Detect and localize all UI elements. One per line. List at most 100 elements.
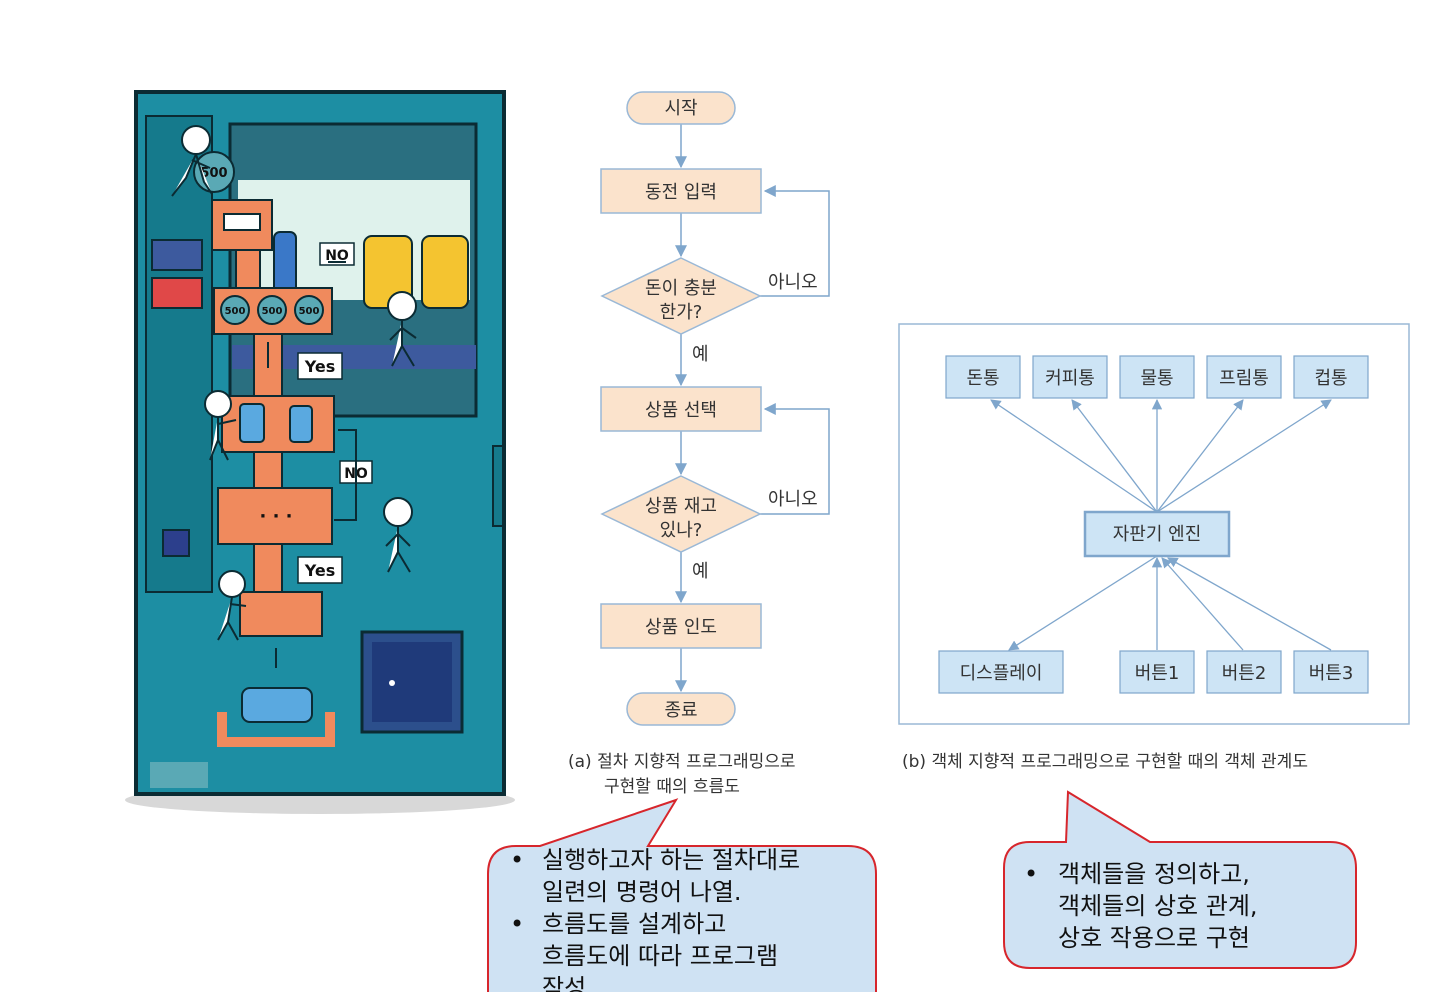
object-node [1032, 355, 1108, 399]
flow-pipe-4 [253, 543, 283, 595]
flowchart-caption: (a) 절차 지향적 프로그래밍으로 [568, 752, 796, 772]
object-node [1293, 650, 1369, 694]
object-node [1119, 650, 1195, 694]
yes-tag [297, 556, 343, 584]
object-node [1293, 355, 1369, 399]
flow-money-check-label: 한가? [660, 302, 703, 323]
person-figure [217, 570, 247, 641]
callout-line: 객체들을 정의하고, [1058, 860, 1250, 888]
flow-deliver-node [600, 603, 762, 649]
coin-held-label: 500 [200, 166, 227, 181]
object-node-label: 프림통 [1219, 368, 1269, 389]
flow-stock-check-node [600, 475, 762, 553]
object-node-label: 버튼3 [1309, 663, 1354, 684]
bullet-icon: • [510, 846, 524, 874]
relation-arrow [1071, 399, 1158, 513]
bottle-icon [289, 405, 313, 443]
object-diagram: 돈통 커피통 물통 프림통 컵통 자판기 엔진 디스플레이 버튼1 버튼2 버튼… [898, 323, 1410, 772]
flow-money-check-label: 돈이 충분 [645, 278, 717, 299]
flow-start-node [626, 91, 736, 125]
person-figure [387, 291, 417, 367]
bottle-icon [239, 403, 265, 443]
bullet-icon: • [1024, 860, 1038, 888]
no-tag-label: NO [325, 248, 349, 264]
object-node [1206, 355, 1282, 399]
door-knob [389, 680, 395, 686]
card-reader [162, 529, 190, 557]
flow-check-box [217, 487, 333, 545]
relation-arrow [1161, 557, 1244, 651]
callout-line: 상호 작용으로 구현 [1058, 924, 1250, 952]
flow-stock-check-label: 상품 재고 [645, 496, 717, 517]
flowchart-caption: 구현할 때의 흐름도 [604, 777, 740, 797]
coin-icon [257, 295, 287, 325]
delivered-can-icon [241, 687, 313, 723]
relation-arrow [1167, 557, 1332, 651]
flow-deliver-label: 상품 인도 [645, 617, 717, 638]
callout-line: 흐름도를 설계하고 [542, 910, 726, 938]
flow-select-product-label: 상품 선택 [645, 400, 717, 421]
flow-select-product-node [600, 386, 762, 432]
machine-side-panel [145, 115, 213, 593]
yes-tag-label: Yes [304, 357, 336, 376]
object-node-label: 버튼1 [1135, 663, 1180, 684]
callout-bubble [487, 798, 877, 992]
person-figure [204, 390, 237, 461]
coin-slot-red [151, 277, 203, 309]
flow-end-label: 종료 [664, 700, 697, 721]
no-loop-arrow [760, 185, 830, 297]
callout-bubble [1003, 790, 1357, 969]
can-yellow-2 [421, 235, 469, 309]
flow-stock-check-label: 있나? [660, 520, 703, 541]
procedural-flowchart: 시작 동전 입력 돈이 충분 한가? 상품 선택 상품 재고 있나? 상품 인도… [568, 91, 830, 797]
flow-pipe-1 [235, 249, 261, 291]
coin-icon [294, 295, 324, 325]
no-loop-arrow [334, 429, 357, 521]
object-node [945, 355, 1021, 399]
object-node-label: 돈통 [966, 368, 999, 389]
machine-handle [492, 445, 504, 527]
no-tag [319, 242, 355, 266]
flow-start-label: 시작 [664, 98, 697, 119]
callout-line: 흐름도에 따라 프로그램 [542, 942, 778, 970]
yes-tag [297, 352, 343, 380]
relation-arrow [990, 399, 1158, 513]
object-node [1206, 650, 1282, 694]
outlet-tray [217, 712, 335, 747]
relation-arrow [1008, 555, 1158, 651]
coin-label: 500 [225, 306, 246, 317]
thinking-mark: · · · [259, 506, 292, 527]
callout-object: • 객체들을 정의하고, 객체들의 상호 관계, 상호 작용으로 구현 [1003, 790, 1357, 969]
callout-line: 실행하고자 하는 절차대로 [542, 846, 800, 874]
flow-coin-input-node [600, 168, 762, 214]
person-figure [383, 497, 413, 573]
no-loop-arrow [760, 403, 830, 515]
flow-no-label: 아니오 [768, 272, 818, 293]
coin-label: 500 [299, 306, 320, 317]
callout-line: 작성 [542, 974, 586, 992]
object-node-label: 커피통 [1045, 368, 1095, 389]
flow-yes-label: 예 [692, 561, 709, 582]
object-node-label: 버튼2 [1222, 663, 1267, 684]
coin-icon [220, 295, 250, 325]
object-node [1119, 355, 1195, 399]
callout-procedural: • 실행하고자 하는 절차대로 일련의 명령어 나열. • 흐름도를 설계하고 … [487, 798, 877, 992]
relation-arrow [1156, 399, 1332, 513]
object-node-label: 컵통 [1314, 368, 1347, 389]
coin-slot-icon [223, 213, 261, 231]
callout-line: 일련의 명령어 나열. [542, 878, 742, 906]
object-diagram-caption: (b) 객체 지향적 프로그래밍으로 구현할 때의 객체 관계도 [902, 752, 1308, 772]
callout-line: 객체들의 상호 관계, [1058, 892, 1258, 920]
bullet-icon: • [510, 910, 524, 938]
vent-grille [150, 762, 208, 788]
flow-pipe-3 [253, 451, 283, 493]
coin-label: 500 [262, 306, 283, 317]
flow-money-check-node [600, 257, 762, 335]
object-node-label: 디스플레이 [960, 663, 1043, 684]
flow-end-node [626, 692, 736, 726]
flow-select-box [221, 395, 335, 453]
product-door-inner [372, 642, 452, 722]
engine-node [1083, 510, 1231, 558]
object-node-label: 물통 [1140, 368, 1173, 389]
